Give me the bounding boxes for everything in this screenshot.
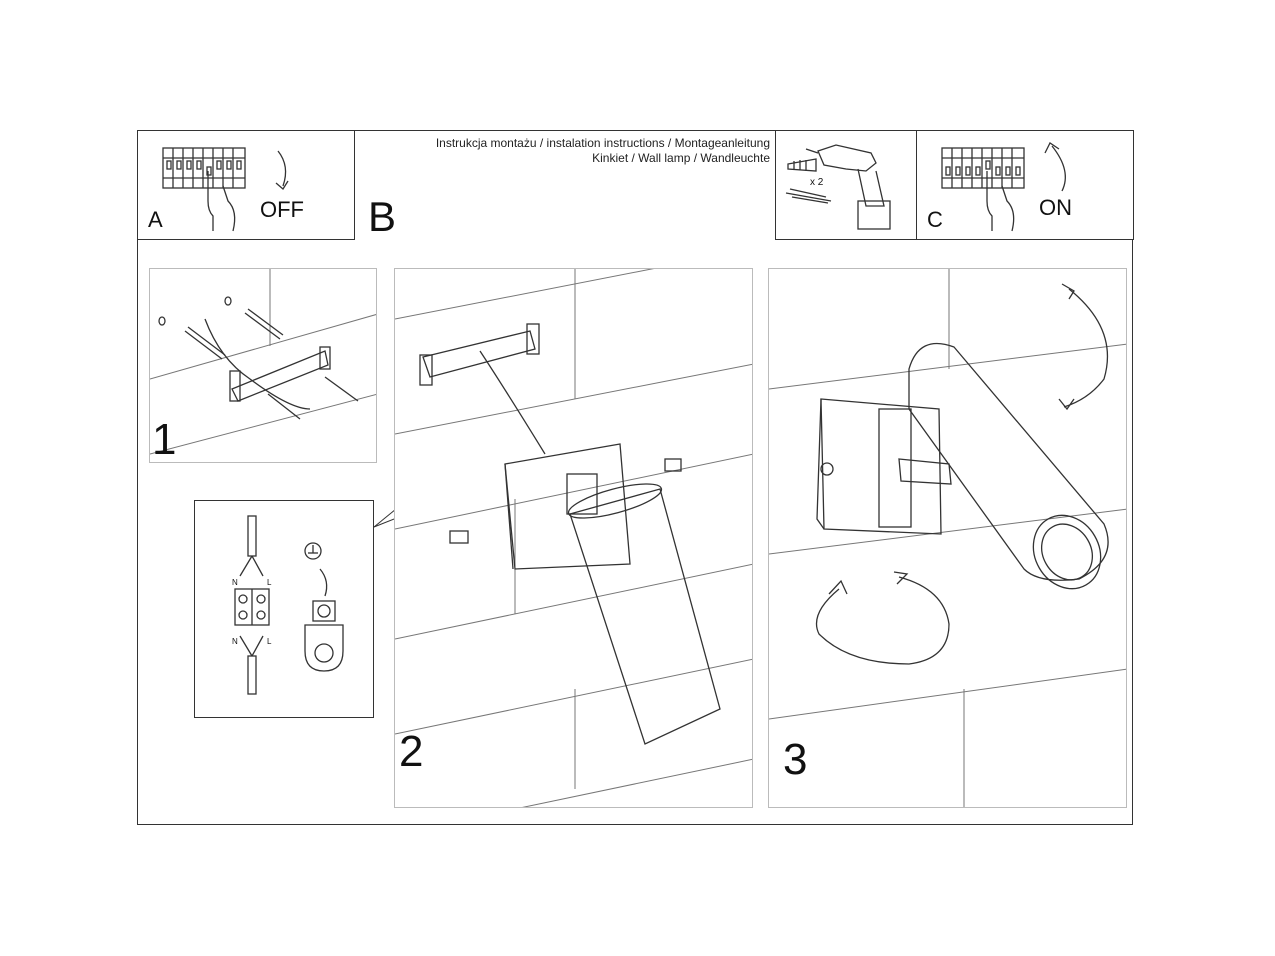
step-a-box: A OFF [137,130,355,240]
step-c-on-label: ON [1039,195,1072,220]
step-3-number: 3 [783,735,808,784]
wire-n-top: N [232,578,238,587]
step-1-panel: 1 [149,268,377,463]
wire-l-top: L [267,578,272,587]
step-b-letter: B [368,193,397,240]
breaker-panel-icon [162,147,289,232]
breaker-panel-icon [941,142,1066,232]
step-1-number: 1 [152,415,177,463]
wiring-detail-box: N L N L [194,500,374,718]
wire-n-bottom: N [232,637,238,646]
step-c-box: C ON [916,130,1134,240]
mounting-bracket-illustration [150,269,376,455]
step-3-panel: 3 [768,268,1127,808]
header-line-2: Kinkiet / Wall lamp / Wandleuchte [592,151,770,165]
step-c-letter: C [927,207,943,232]
drill-quantity: x 2 [810,177,824,188]
step-2-number: 2 [399,727,424,776]
step-a-off-label: OFF [260,197,304,222]
wiring-diagram [234,515,344,695]
header-line-1: Instrukcja montażu / instalation instruc… [435,136,770,150]
drill-box: x 2 [775,130,918,240]
lamp-adjustment-illustration [769,269,1126,807]
instruction-header: Instrukcja montażu / instalation instruc… [380,136,770,166]
instruction-sheet-frame [137,130,1133,825]
drill-icon [785,144,891,230]
step-a-letter: A [148,207,163,232]
lamp-mounting-illustration [395,269,752,807]
wire-l-bottom: L [267,637,272,646]
ground-terminal [304,542,344,672]
step-2-panel: 2 [394,268,753,808]
